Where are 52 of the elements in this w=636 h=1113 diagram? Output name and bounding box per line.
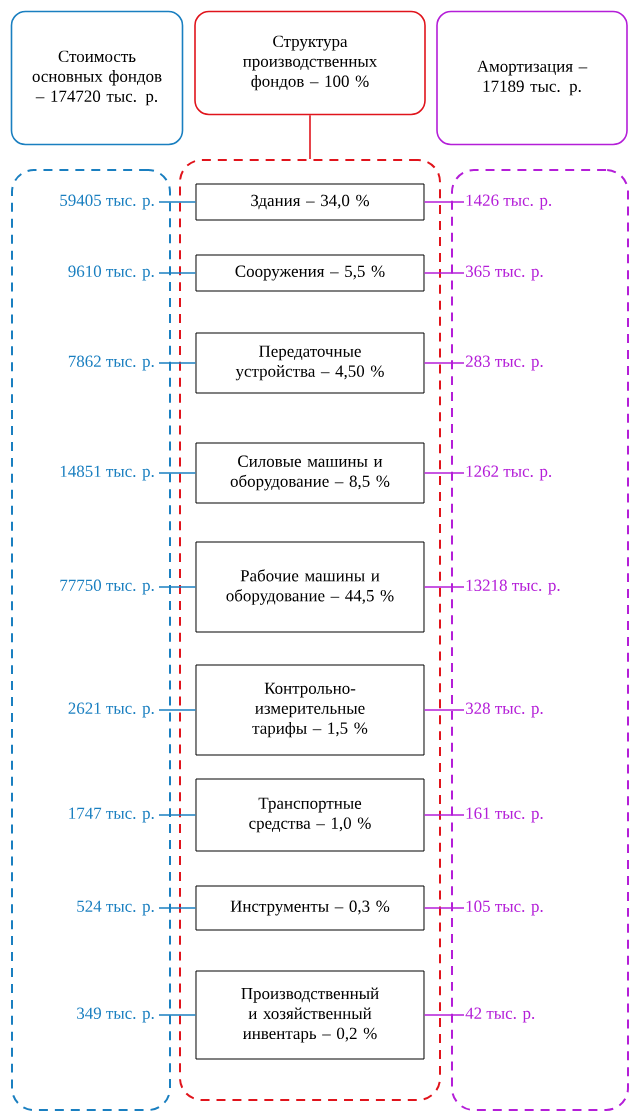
category-box: Рабочие машины и оборудование – 44,5 %	[195, 541, 425, 633]
value-text: 13218 тыс. р.	[466, 579, 560, 595]
connector-line	[423, 362, 465, 364]
category-box: Здания – 34,0 %	[195, 183, 425, 221]
value-text: 524 тыс. р.	[77, 900, 154, 916]
value-text: 161 тыс. р.	[466, 807, 543, 823]
value-text: 1747 тыс. р.	[69, 807, 154, 823]
connector-line	[423, 709, 465, 711]
category-box: Производственный и хозяйственный инвентарь – 0,2 %	[195, 970, 425, 1060]
rounded-box: Амортизация – 17189 тыс. р.	[436, 10, 628, 146]
value-text: 14851 тыс. р.	[60, 465, 154, 481]
value-text: 283 тыс. р.	[465, 355, 543, 371]
connector-line	[158, 907, 197, 909]
value-text: 42 тыс. р.	[465, 1007, 535, 1023]
value-text: 1426 тыс. р.	[466, 194, 552, 210]
connector-line	[423, 272, 465, 274]
category-box: Сооружения – 5,5 %	[195, 254, 425, 292]
connector-line	[423, 907, 465, 909]
value-text: 349 тыс. р.	[77, 1007, 154, 1023]
value-text: 365 тыс. р.	[466, 265, 543, 281]
value-text: 2621 тыс. р.	[68, 702, 154, 718]
connector-line	[158, 709, 197, 711]
connector-line	[158, 201, 197, 203]
connector-line	[158, 472, 197, 474]
value-text: 9610 тыс. р.	[68, 265, 154, 281]
connector-line	[158, 814, 197, 816]
category-box: Транспортные средства – 1,0 %	[195, 778, 425, 852]
connector-line	[423, 472, 465, 474]
value-text: 328 тыс. р.	[466, 702, 543, 718]
dashed-frame	[179, 159, 441, 1101]
dashed-frame	[11, 169, 171, 1111]
category-box: Силовые машины и оборудование – 8,5 %	[195, 442, 425, 504]
category-box: Инструменты – 0,3 %	[195, 885, 425, 931]
category-box: Передаточные устройства – 4,50 %	[195, 332, 425, 394]
connector-line	[423, 1014, 465, 1016]
value-text: 77750 тыс. р.	[60, 579, 154, 595]
rounded-box: Стоимость основных фондов – 174720 тыс. р.	[10, 10, 184, 146]
connector-line	[158, 362, 197, 364]
connector-line	[423, 814, 465, 816]
connector-line	[423, 586, 465, 588]
connector-line	[309, 114, 311, 160]
value-text: 105 тыс. р.	[466, 900, 543, 916]
value-text: 59405 тыс. р.	[60, 194, 154, 210]
connector-line	[158, 1014, 197, 1016]
value-text: 1262 тыс. р.	[466, 465, 552, 481]
connector-line	[423, 201, 465, 203]
category-box: Контрольно-измерительные тарифы – 1,5 %	[195, 664, 425, 756]
connector-line	[158, 272, 197, 274]
dashed-frame	[451, 169, 629, 1111]
rounded-box: Структура производственных фондов – 100 %	[194, 10, 426, 116]
connector-line	[158, 586, 197, 588]
value-text: 7862 тыс. р.	[68, 355, 154, 371]
